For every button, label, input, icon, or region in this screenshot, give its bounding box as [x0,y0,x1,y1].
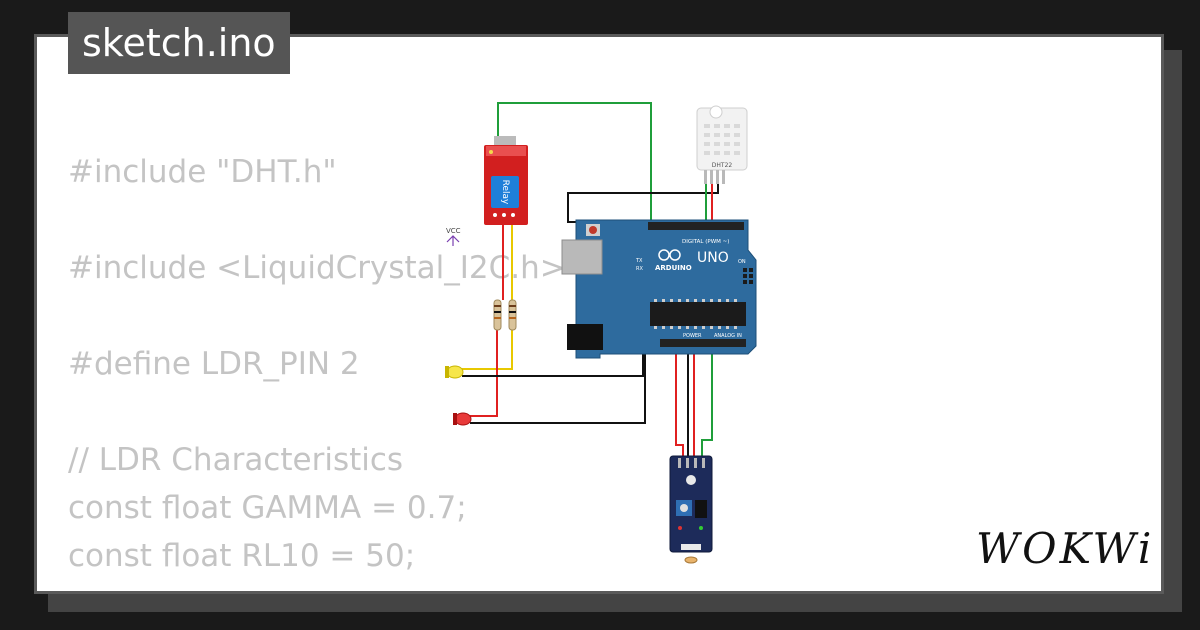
code-line: const float GAMMA = 0.7; [68,490,467,526]
vcc-symbol: VCC [446,227,461,246]
code-preview: #include "DHT.h" #include <LiquidCrystal… [68,148,566,580]
tx-label: TX [635,258,643,264]
wire-red-sensor [675,350,684,460]
arduino-brand: ARDUINO [655,264,692,272]
code-line: const float RL10 = 50; [68,538,416,574]
on-label: ON [738,259,746,265]
arduino-model: UNO [697,250,729,266]
ldr-sensor-module[interactable] [669,455,713,564]
vcc-label: VCC [446,227,461,235]
code-line: #include "DHT.h" [68,154,337,190]
dht-label: DHT22 [712,162,733,169]
code-line: // LDR Characteristics [68,442,404,478]
analog-label: ANALOG IN [714,333,742,339]
relay-label: Relay [500,180,510,205]
wire-black-dht [567,183,719,223]
wire-green-relay [497,102,652,232]
rx-label: RX [636,266,643,272]
code-line: #include <LiquidCrystal_I2C.h> [68,250,566,286]
power-label: POWER [683,333,702,339]
wokwi-logo: WOKWi [976,524,1155,573]
wires [462,102,719,460]
digital-label: DIGITAL (PWM ~) [682,239,729,245]
code-line: #define LDR_PIN 2 [68,346,360,382]
dht22-sensor[interactable]: DHT22 [696,105,748,184]
wire-black-led-2 [470,345,646,424]
wire-red-led [470,330,498,417]
led-yellow[interactable] [445,365,464,379]
arduino-uno[interactable]: ARDUINO UNO DIGITAL (PWM ~) POWER ANALOG… [561,219,757,359]
wire-yellow-led [462,330,513,370]
sketch-title[interactable]: sketch.ino [68,12,290,74]
wire-green-sensor [701,350,713,460]
relay-module[interactable]: Relay [484,136,528,225]
wire-black-led-1 [462,345,644,377]
resistor-1[interactable] [493,299,502,331]
resistor-2[interactable] [508,299,517,331]
led-red[interactable] [453,412,472,426]
